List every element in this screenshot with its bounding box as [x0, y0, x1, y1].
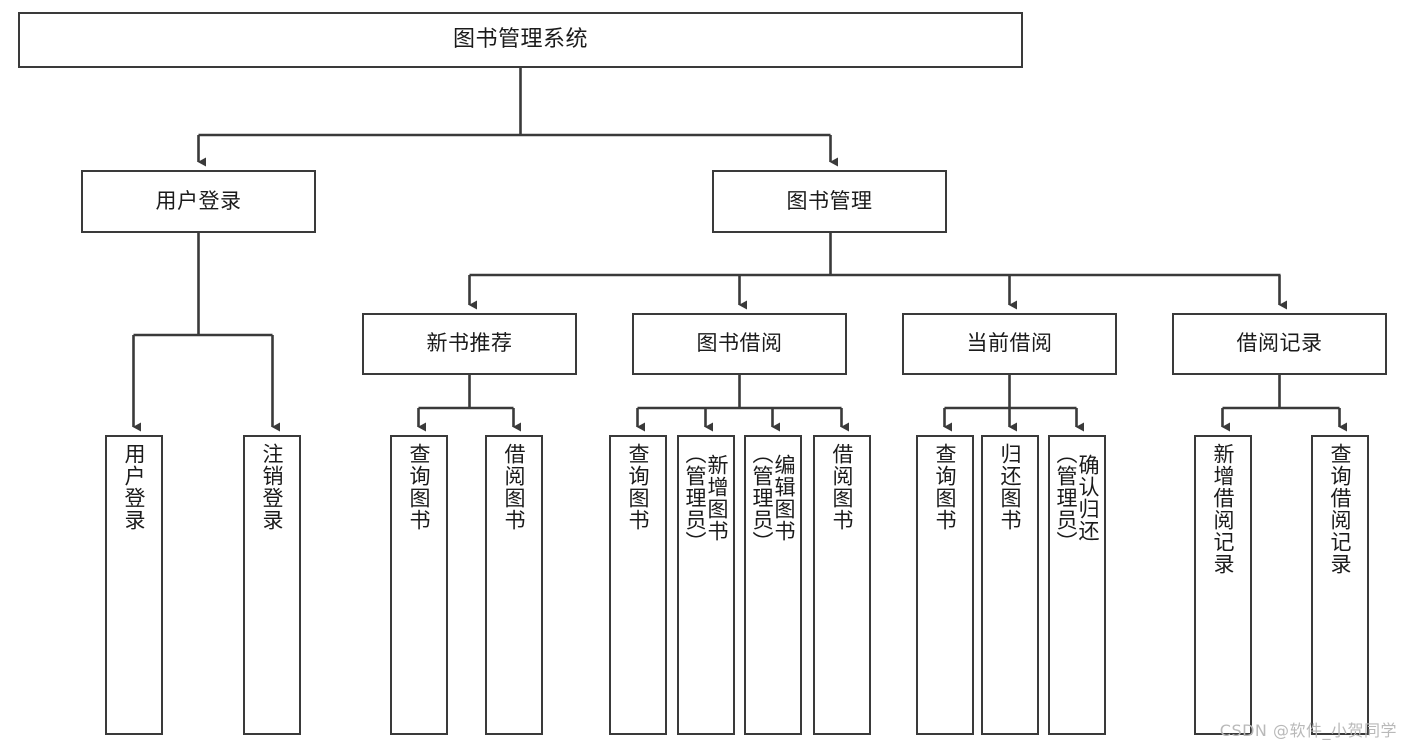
- node-new-book-rec[interactable]: 新书推荐: [362, 313, 577, 375]
- node-leaf-logout-login-label: 注销登录: [260, 443, 285, 531]
- node-book-borrow-label: 图书借阅: [696, 331, 783, 356]
- node-leaf-add-record[interactable]: 新增借阅记录: [1194, 435, 1252, 735]
- node-leaf-user-login-label: 用户登录: [122, 443, 147, 531]
- watermark: CSDN @软件_小贺同学: [1219, 721, 1397, 740]
- node-leaf-borrow-book-1[interactable]: 借阅图书: [485, 435, 543, 735]
- node-leaf-query-record-label: 查询借阅记录: [1328, 443, 1353, 575]
- node-root[interactable]: 图书管理系统: [18, 12, 1023, 68]
- node-leaf-confirm-return-label: 确认归还 （管理员）: [1054, 443, 1101, 553]
- node-leaf-query-book-1[interactable]: 查询图书: [390, 435, 448, 735]
- node-user-login-label: 用户登录: [155, 188, 242, 213]
- node-leaf-query-book-1-label: 查询图书: [407, 443, 432, 531]
- node-leaf-borrow-book-2[interactable]: 借阅图书: [813, 435, 871, 735]
- node-leaf-query-record[interactable]: 查询借阅记录: [1311, 435, 1369, 735]
- node-leaf-query-book-2[interactable]: 查询图书: [609, 435, 667, 735]
- node-user-login[interactable]: 用户登录: [81, 170, 316, 233]
- node-leaf-edit-book[interactable]: 编辑图书 （管理员）: [744, 435, 802, 735]
- node-leaf-logout-login[interactable]: 注销登录: [243, 435, 301, 735]
- node-current-borrow-label: 当前借阅: [966, 331, 1053, 356]
- node-book-borrow[interactable]: 图书借阅: [632, 313, 847, 375]
- node-leaf-user-login[interactable]: 用户登录: [105, 435, 163, 735]
- node-borrow-record[interactable]: 借阅记录: [1172, 313, 1387, 375]
- node-leaf-confirm-return[interactable]: 确认归还 （管理员）: [1048, 435, 1106, 735]
- node-leaf-borrow-book-2-label: 借阅图书: [830, 443, 855, 531]
- node-leaf-query-book-3[interactable]: 查询图书: [916, 435, 974, 735]
- node-leaf-return-book-label: 归还图书: [998, 443, 1023, 531]
- node-leaf-edit-book-label: 编辑图书 （管理员）: [750, 443, 797, 553]
- node-leaf-return-book[interactable]: 归还图书: [981, 435, 1039, 735]
- node-leaf-add-book-label: 新增图书 （管理员）: [683, 443, 730, 553]
- node-new-book-rec-label: 新书推荐: [426, 331, 513, 356]
- node-leaf-add-book[interactable]: 新增图书 （管理员）: [677, 435, 735, 735]
- node-leaf-borrow-book-1-label: 借阅图书: [502, 443, 527, 531]
- node-leaf-add-record-label: 新增借阅记录: [1211, 443, 1236, 575]
- node-book-manage-label: 图书管理: [786, 188, 873, 213]
- node-current-borrow[interactable]: 当前借阅: [902, 313, 1117, 375]
- node-leaf-query-book-3-label: 查询图书: [933, 443, 958, 531]
- node-root-label: 图书管理系统: [452, 26, 588, 52]
- node-book-manage[interactable]: 图书管理: [712, 170, 947, 233]
- node-leaf-query-book-2-label: 查询图书: [626, 443, 651, 531]
- node-borrow-record-label: 借阅记录: [1236, 331, 1323, 356]
